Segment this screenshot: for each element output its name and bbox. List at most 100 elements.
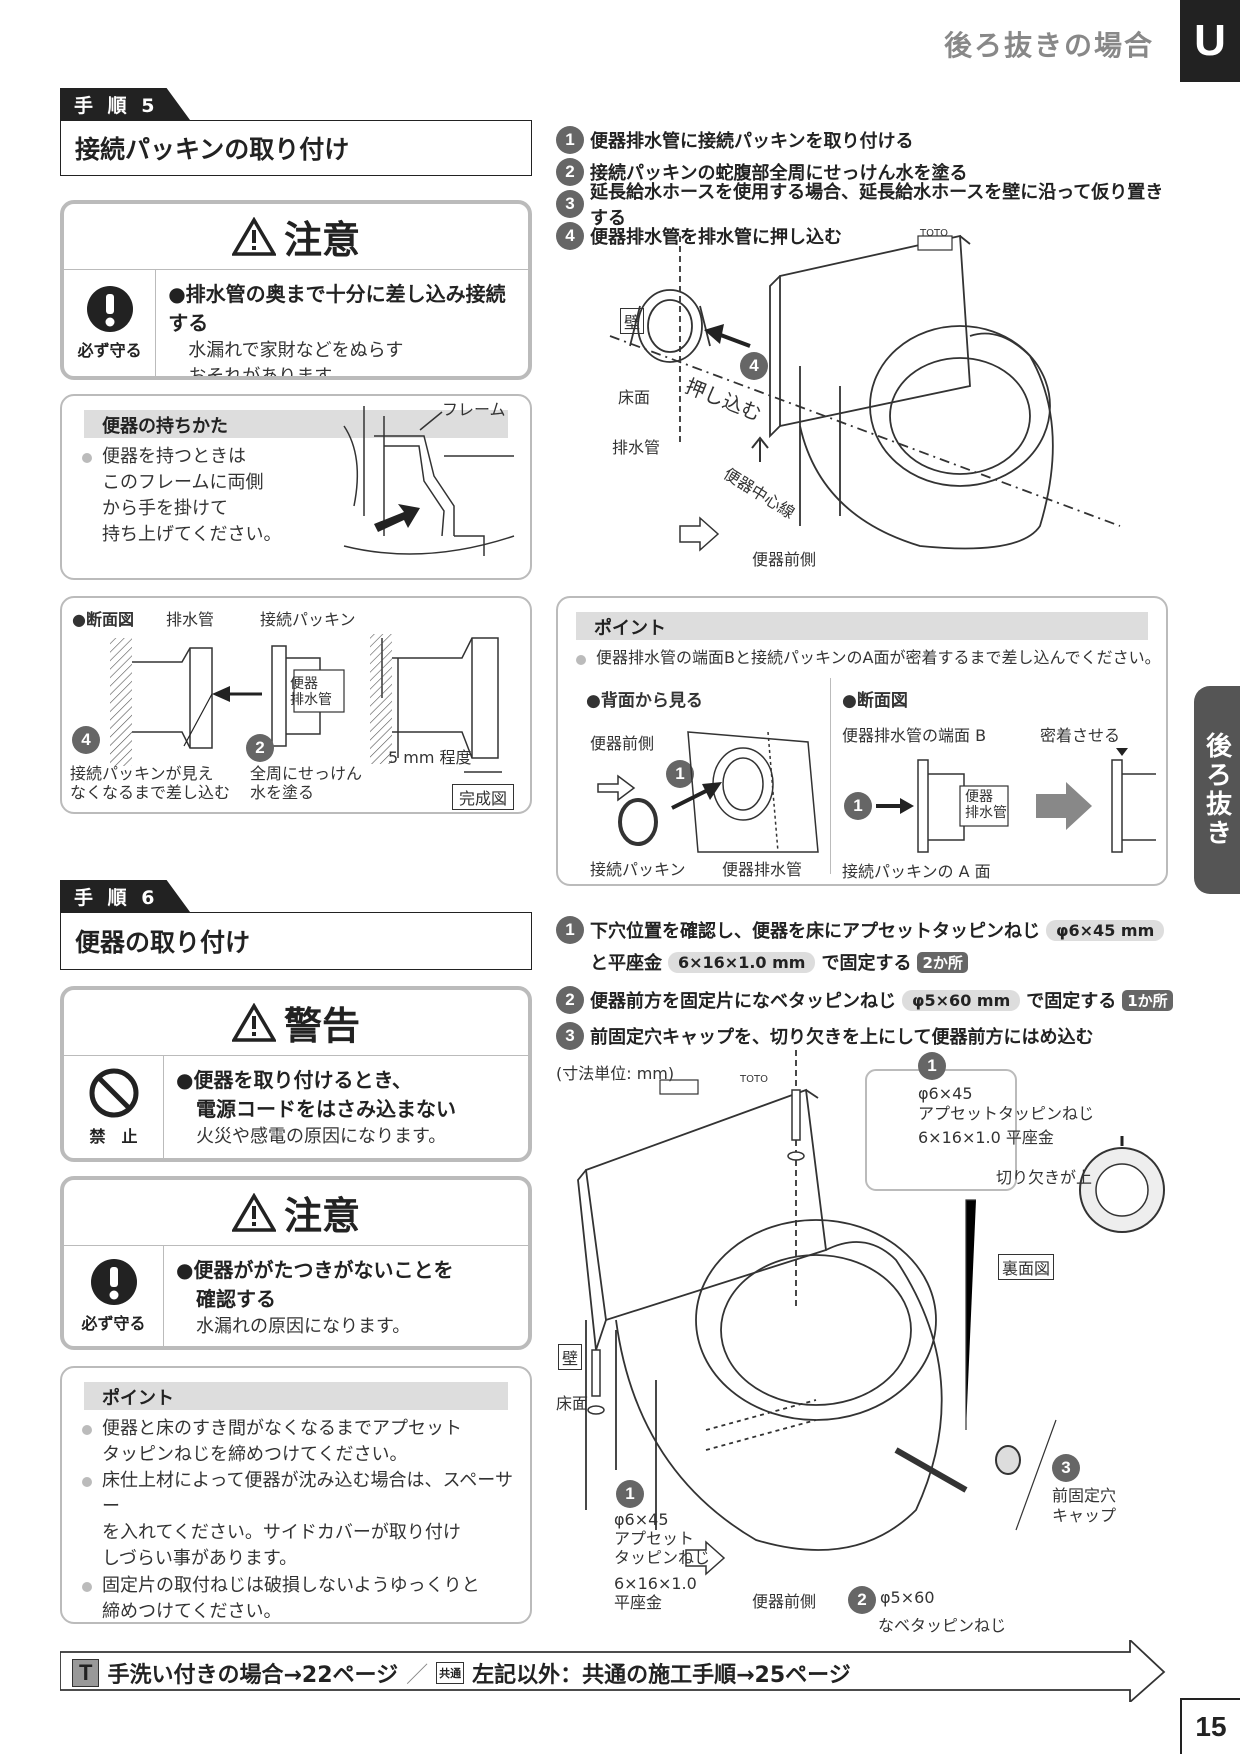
toilet-front-label: 便器前側: [752, 1592, 817, 1611]
warning-heading-text: 警告: [283, 1004, 360, 1048]
caution-main-text-1: ●便器ががたつきがないことを: [176, 1258, 454, 1282]
cross-section-diagram: [110, 634, 502, 773]
caution-heading: 注意: [64, 1180, 528, 1246]
side-index-tab[interactable]: 後ろ抜き: [1194, 686, 1240, 894]
step5-title: 接続パッキンの取り付け: [60, 120, 532, 176]
footer-separator: ／: [406, 1663, 429, 1688]
prohibited-icon: [89, 1068, 138, 1118]
caution-sub-text: 水漏れの原因になります。: [196, 1316, 411, 1337]
caution-heading-text: 注意: [283, 1194, 360, 1238]
warning-triangle-icon: [231, 1192, 276, 1232]
must-follow-label: 必ず守る: [81, 1314, 146, 1333]
screw1-marker: 1: [918, 1052, 946, 1080]
toilet-installation-illustration: [577, 1050, 1165, 1576]
frame-holding-illustration: [343, 406, 515, 556]
footer-nav: T 手洗い付きの場合→22ページ ／ 共通 左記以外：共通の施工手順→25ページ: [72, 1658, 851, 1688]
section-badge: U: [1180, 0, 1240, 82]
step6-title: 便器の取り付け: [60, 912, 532, 970]
exclamation-icon: [86, 286, 133, 332]
common-steps-link[interactable]: 左記以外：共通の施工手順→25ページ: [472, 1663, 851, 1688]
must-follow-label: 必ず守る: [77, 341, 142, 360]
must-follow-block: 必ず守る: [64, 270, 157, 376]
step6-caution-box: 注意 必ず守る ●便器ががたつきがないことを 確認する 水漏れの原因になります。: [60, 1176, 532, 1350]
step2-note: 全周にせっけん水を塗る: [250, 764, 363, 803]
section-step1-marker: 1: [844, 792, 872, 820]
step5-point-box: ポイント 便器排水管の端面Bと接続パッキンのA面が密着するまで差し込んでください…: [556, 596, 1168, 886]
caution-sub-text-2: おそれがあります。: [188, 366, 349, 380]
caution-main-text-2: 確認する: [196, 1287, 276, 1311]
wall-label: 壁: [620, 308, 645, 334]
step6-point-box: ポイント 便器と床のすき間がなくなるまでアプセットタッピンねじを締めつけてくださ…: [60, 1366, 532, 1624]
step6-label: 手 順 6: [60, 880, 190, 912]
warning-triangle-icon: [231, 1002, 276, 1042]
back-front-label: 便器前側: [590, 734, 655, 753]
back-pipe-label: 便器排水管: [722, 860, 803, 879]
step5-caution-box: 注意 必ず守る ●排水管の奥まで十分に差し込み接続する 水漏れで家財などをぬらす…: [60, 200, 532, 380]
back-view-label: 裏面図: [998, 1254, 1055, 1280]
point-heading: ポイント: [84, 1382, 508, 1410]
holding-info-box: 便器の持ちかた 便器を持つときはこのフレームに両側から手を掛けて持ち上げてくださ…: [60, 394, 532, 580]
packing-face-a-label: 接続パッキンの A 面: [842, 862, 991, 881]
step4-marker: 4: [72, 726, 100, 754]
section-title: 後ろ抜きの場合: [943, 29, 1154, 62]
toilet-drain-pipe-label: 便器排水管: [290, 676, 332, 709]
frame-label: フレーム: [442, 400, 506, 419]
floor-label: 床面: [618, 388, 651, 407]
drain-pipe-label: 排水管: [166, 610, 215, 629]
must-follow-block: 必ず守る: [64, 1246, 164, 1346]
pan-screw-label: なベタッピンねじ: [878, 1616, 1007, 1635]
warning-main-text-2: 電源コードをはさみ込まない: [196, 1097, 456, 1121]
hand-wash-link[interactable]: 手洗い付きの場合→22ページ: [107, 1663, 399, 1688]
page-number: 15: [1180, 1698, 1240, 1754]
cross-section-box: ●断面図 排水管 接続パッキン 便器排水管 4 2 接続パッキンが見えなくなるま…: [60, 596, 532, 814]
pipe-end-b-label: 便器排水管の端面 B: [842, 726, 987, 745]
step5-label: 手 順 5: [60, 88, 190, 120]
holding-text: 便器を持つときはこのフレームに両側から手を掛けて持ち上げてください。: [82, 444, 282, 548]
left-screw-marker: 1: [616, 1480, 644, 1508]
section-view-title: ●断面図: [842, 691, 908, 711]
unit-note: (寸法単位: mm): [556, 1064, 675, 1083]
warning-sub-text: 火災や感電の原因になります。: [196, 1126, 447, 1147]
section-title: ●断面図: [72, 610, 134, 629]
gap-label: 5 mm 程度: [388, 748, 472, 767]
holding-heading: 便器の持ちかた: [84, 410, 508, 438]
point-heading: ポイント: [576, 612, 1148, 640]
exclamation-icon: [90, 1259, 137, 1305]
step4-marker-diagram: 4: [740, 352, 768, 380]
point-bullet-2: 床仕上材によって便器が沈み込む場合は、スペーサーを入れてください。サイドカバーが…: [82, 1468, 520, 1572]
warning-main-text-1: ●便器を取り付けるとき、: [176, 1068, 413, 1092]
caution-heading-text: 注意: [283, 218, 360, 262]
floor-label: 床面: [556, 1394, 589, 1413]
warning-triangle-icon: [231, 216, 276, 256]
section-seal-illustration: [876, 748, 1156, 853]
back-view-illustration: [597, 731, 819, 853]
common-badge: 共通: [436, 1662, 465, 1684]
finished-label: 完成図: [452, 784, 515, 810]
caution-main-text: ●排水管の奥まで十分に差し込み接続する: [168, 282, 506, 335]
point-text: 便器排水管の端面Bと接続パッキンのA面が密着するまで差し込んでください。: [576, 646, 1166, 669]
hand-wash-badge: T: [72, 1659, 100, 1687]
footer-arrow: [60, 1640, 1166, 1702]
point-bullet-3: 固定片の取付ねじは破損しないようゆっくりと締めつけてください。: [82, 1573, 520, 1625]
drain-pipe-label-diagram: 排水管: [612, 438, 661, 457]
point-bullet-1: 便器と床のすき間がなくなるまでアプセットタッピンねじを締めつけてください。: [82, 1416, 520, 1468]
cap-label: 前固定穴キャップ: [1052, 1486, 1117, 1525]
pan-screw-marker: 2: [848, 1586, 876, 1614]
pan-screw-size: φ5×60: [880, 1588, 935, 1607]
toto-logo: TOTO: [740, 1074, 768, 1085]
cap-marker: 3: [1052, 1454, 1080, 1482]
pipe-insertion-illustration: [609, 234, 1121, 552]
toilet-front-label: 便器前側: [752, 550, 817, 569]
packing-label: 接続パッキン: [260, 610, 356, 629]
